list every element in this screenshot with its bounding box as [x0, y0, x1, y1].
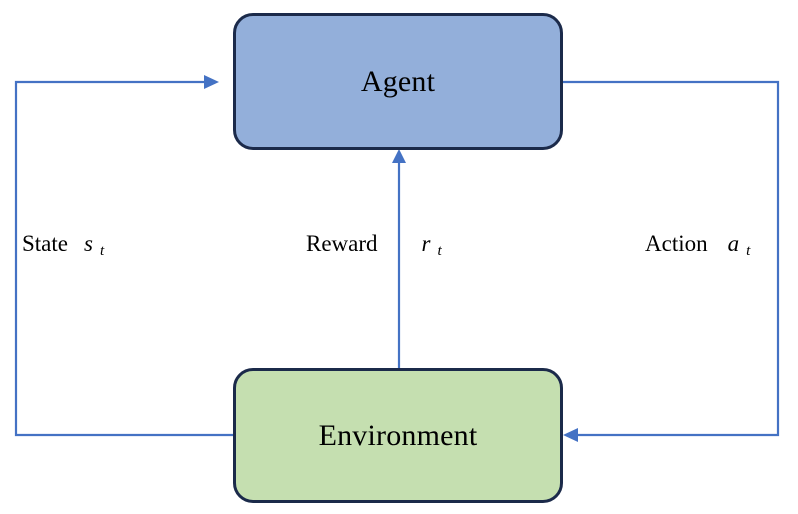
state-label-word: State — [22, 231, 68, 256]
state-symbol-subscript: t — [99, 242, 105, 260]
state-arrow — [14, 75, 233, 437]
action-symbol-base: a — [727, 231, 740, 256]
action-label-word: Action — [645, 231, 708, 256]
agent-node[interactable]: Agent — [233, 13, 563, 150]
environment-node[interactable]: Environment — [233, 368, 563, 503]
action-symbol-subscript: t — [746, 242, 751, 260]
reward-label-word: Reward — [306, 231, 378, 256]
reward-symbol-subscript: t — [437, 242, 442, 260]
state-arrowhead — [204, 75, 219, 89]
agent-node-label: Agent — [360, 64, 436, 98]
reward-arrow — [392, 149, 406, 368]
reward-symbol-base: r — [421, 231, 431, 256]
action-arrowhead — [563, 428, 578, 442]
state-symbol-base: s — [84, 231, 93, 256]
action-arrow — [563, 80, 780, 442]
environment-node-label: Environment — [318, 418, 478, 452]
reward-arrowhead — [392, 149, 406, 163]
